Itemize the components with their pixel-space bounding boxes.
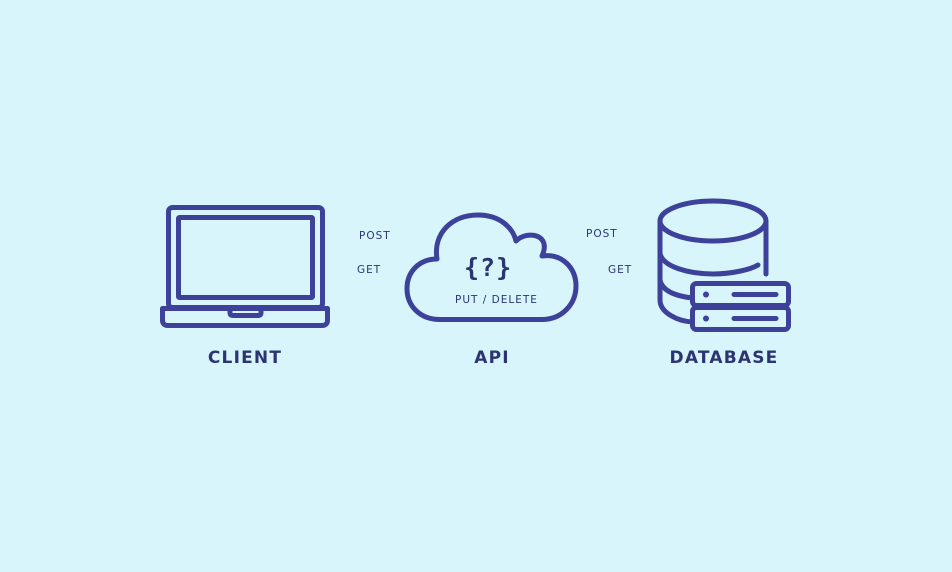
database-icon [657, 198, 791, 332]
client-label: CLIENT [207, 348, 283, 368]
api-methods-label: PUT / DELETE [455, 294, 538, 306]
cloud-icon [404, 212, 579, 322]
left-get-label: GET [357, 264, 382, 276]
right-post-label: POST [586, 228, 618, 240]
api-braces-symbol: {?} [464, 253, 513, 282]
api-label: API [474, 348, 510, 368]
right-get-label: GET [608, 264, 633, 276]
database-label: DATABASE [669, 348, 779, 368]
left-post-label: POST [359, 230, 391, 242]
laptop-icon [160, 205, 330, 328]
